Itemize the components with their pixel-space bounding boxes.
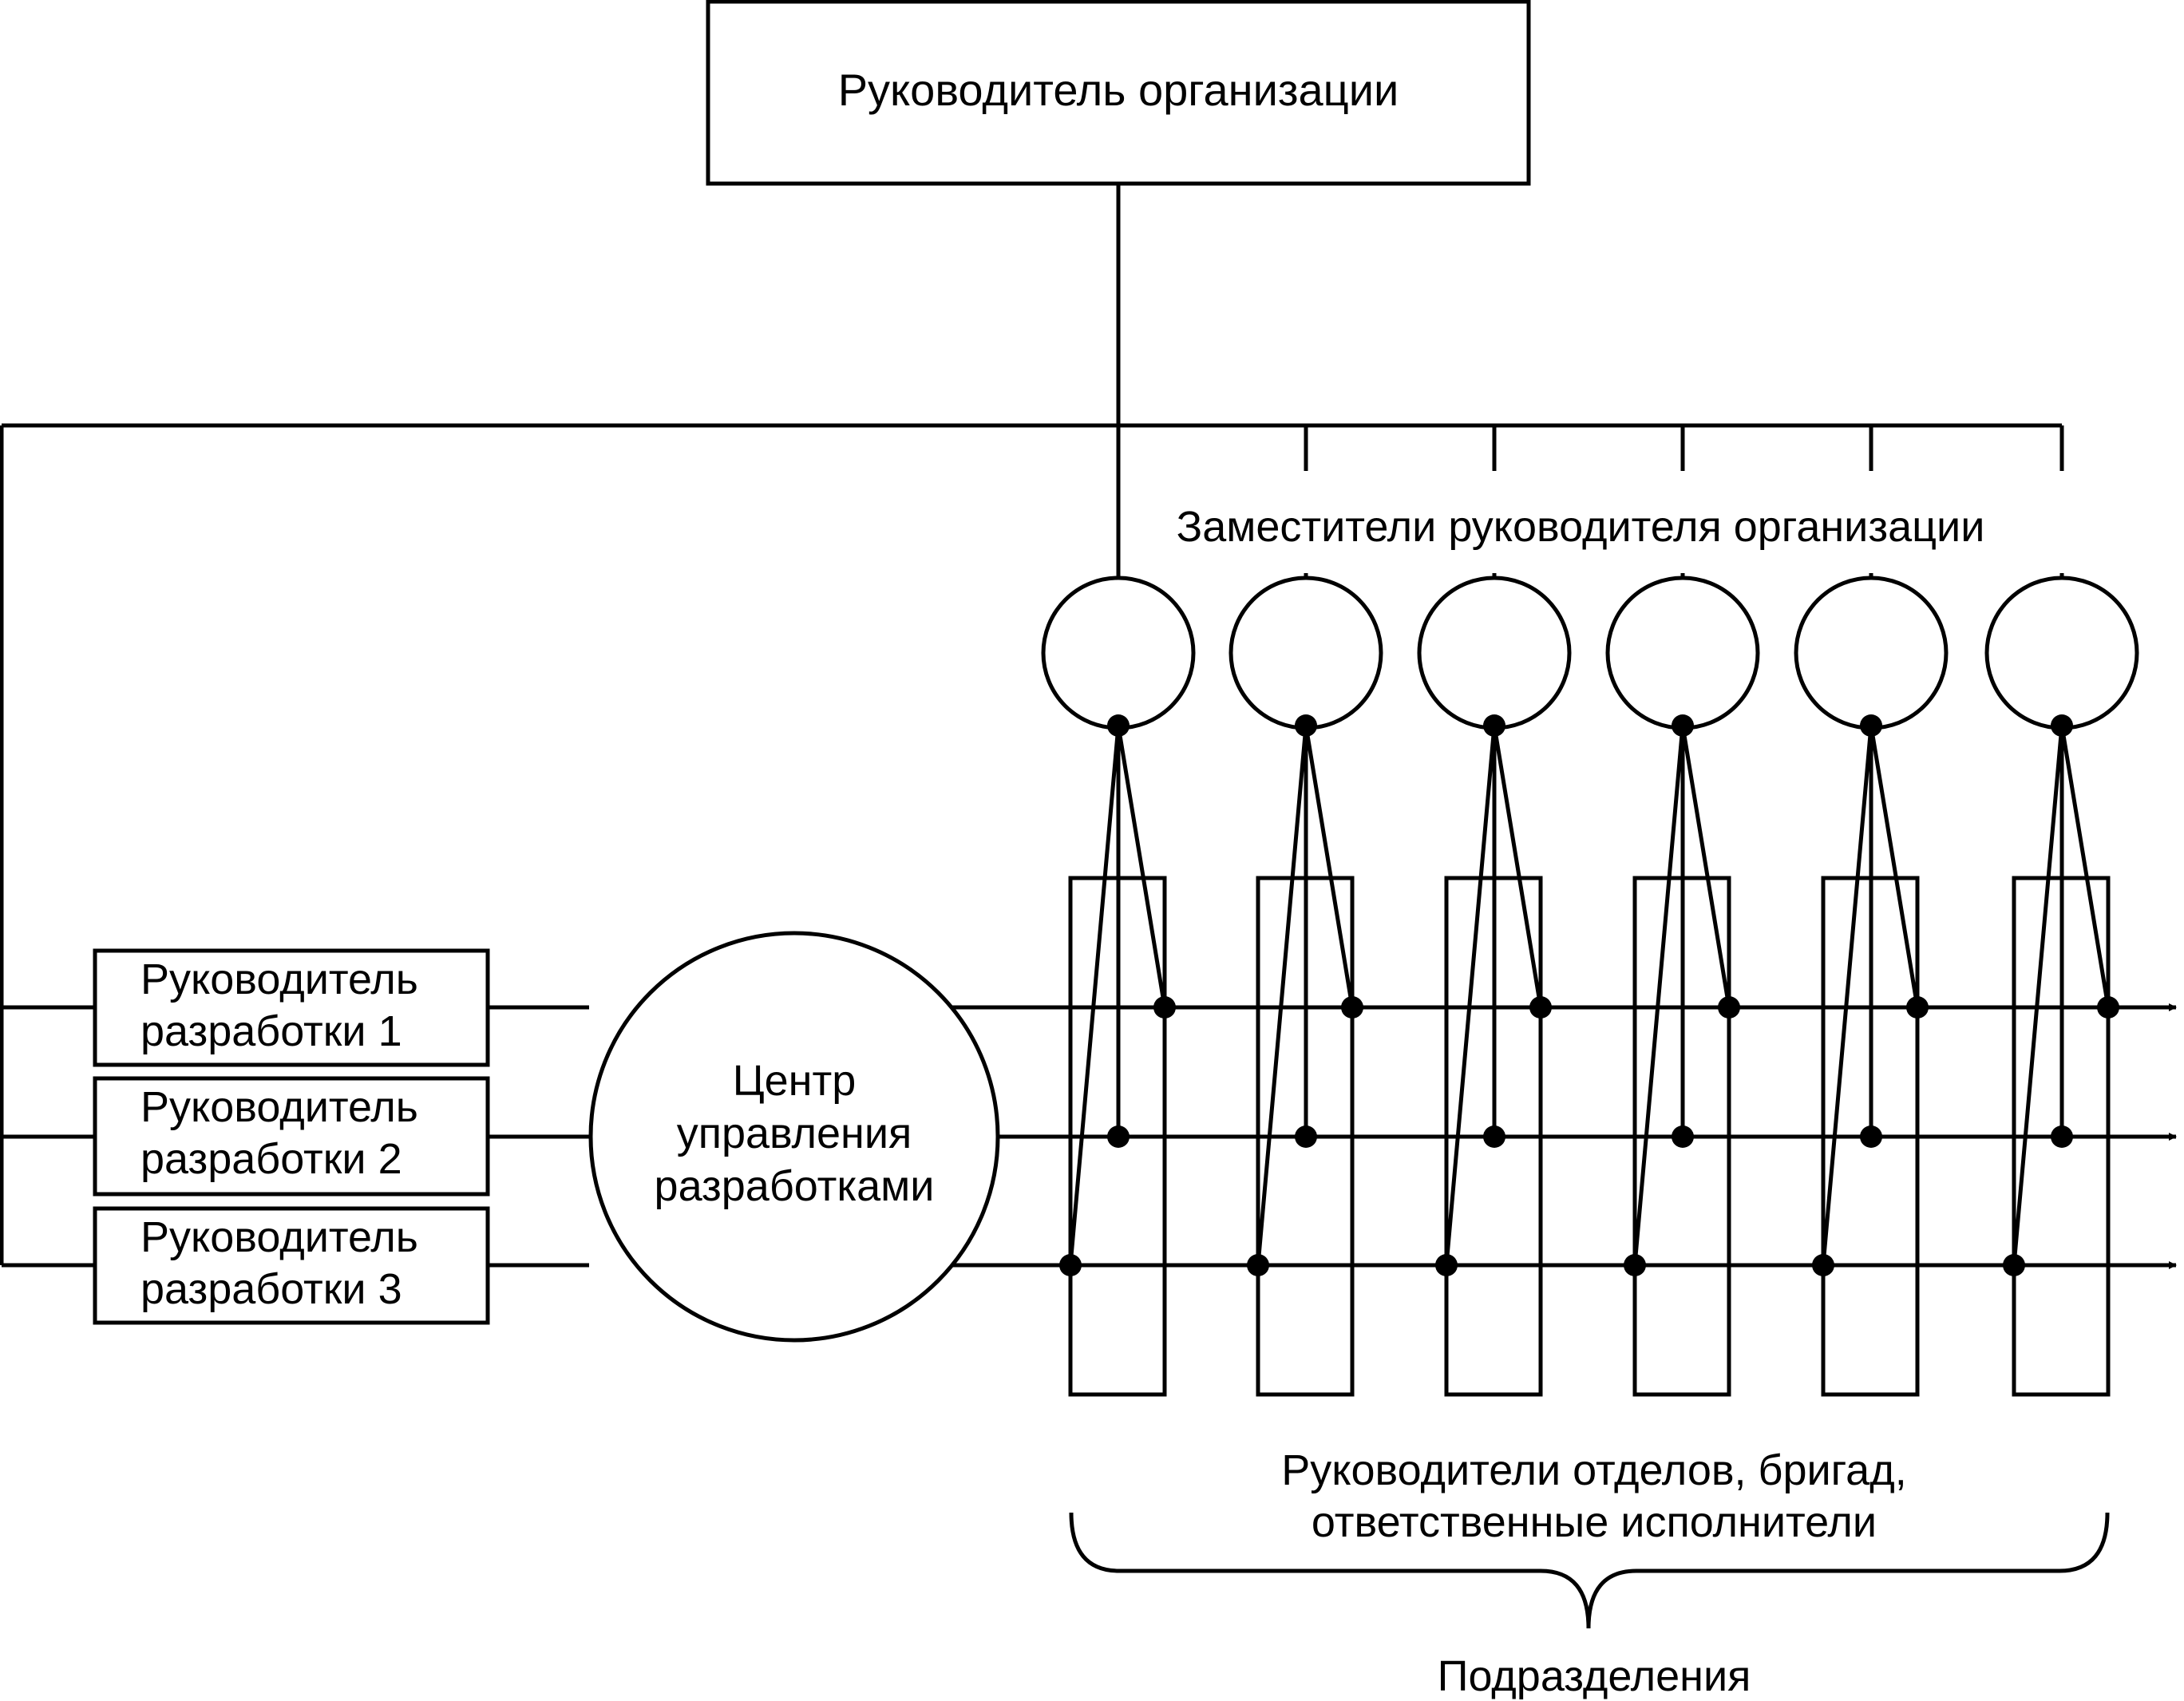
center-line3: разработками <box>655 1162 935 1210</box>
deputies-label: Заместители руководителя организации <box>1177 503 1985 551</box>
deputy-6 <box>1984 425 2139 1397</box>
junction-dot-top <box>2051 714 2073 737</box>
managers-group: Руководитель разработки 1 Руководитель р… <box>93 948 490 1325</box>
development-control-center <box>588 931 1000 1343</box>
deputy-3 <box>1417 425 1572 1397</box>
deputy-circle <box>1417 576 1572 730</box>
subdivisions-brace <box>1069 1512 2110 1629</box>
manager-1-line1: Руководитель <box>140 955 418 1003</box>
deputy-1 <box>1041 425 1196 1397</box>
manager-box-1 <box>93 948 490 1067</box>
development-lines <box>2 1003 2177 1269</box>
link-to-line-1 <box>1492 725 1543 1008</box>
head-of-organization-box <box>706 0 1531 186</box>
manager-box-3 <box>93 1206 490 1325</box>
manager-box-2 <box>93 1076 490 1197</box>
link-to-line-1 <box>1680 725 1731 1008</box>
link-to-line-3 <box>1256 725 1308 1266</box>
department-heads-label-line1: Руководители отделов, бригад, <box>1281 1446 1906 1494</box>
manager-2-line2: разработки 2 <box>140 1135 402 1183</box>
link-to-line-1 <box>1869 725 1920 1008</box>
manager-3-line1: Руководитель <box>140 1213 418 1261</box>
link-to-line-3 <box>1068 725 1121 1266</box>
deputies-group <box>1041 425 2139 1397</box>
link-to-line-3 <box>1632 725 1685 1266</box>
subdivisions-label: Подразделения <box>1438 1652 1751 1700</box>
deputy-circle <box>1794 576 1949 730</box>
link-to-line-1 <box>2059 725 2111 1008</box>
link-to-line-3 <box>1444 725 1497 1266</box>
junction-dot-top <box>1672 714 1694 737</box>
link-to-line-3 <box>2012 725 2064 1266</box>
department-heads-label-line2: ответственные исполнители <box>1312 1498 1877 1546</box>
manager-2-line1: Руководитель <box>140 1083 418 1131</box>
link-to-line-1 <box>1304 725 1355 1008</box>
manager-3-line2: разработки 3 <box>140 1265 402 1313</box>
center-line2: управления <box>677 1110 912 1157</box>
deputy-circle <box>1228 576 1383 730</box>
junction-dot-top <box>1860 714 1882 737</box>
deputy-2 <box>1228 425 1383 1397</box>
junction-dot-top <box>1295 714 1317 737</box>
deputy-5 <box>1794 425 1949 1397</box>
center-line1: Центр <box>733 1057 857 1105</box>
manager-1-line2: разработки 1 <box>140 1007 402 1055</box>
junction-dot-top <box>1107 714 1130 737</box>
link-to-line-3 <box>1821 725 1873 1266</box>
link-to-line-1 <box>1116 725 1167 1008</box>
head-of-organization-label: Руководитель организации <box>838 65 1399 115</box>
deputy-circle <box>1041 576 1196 730</box>
junction-dot-top <box>1483 714 1505 737</box>
deputy-circle <box>1984 576 2139 730</box>
deputy-circle <box>1605 576 1760 730</box>
deputy-4 <box>1605 425 1760 1397</box>
